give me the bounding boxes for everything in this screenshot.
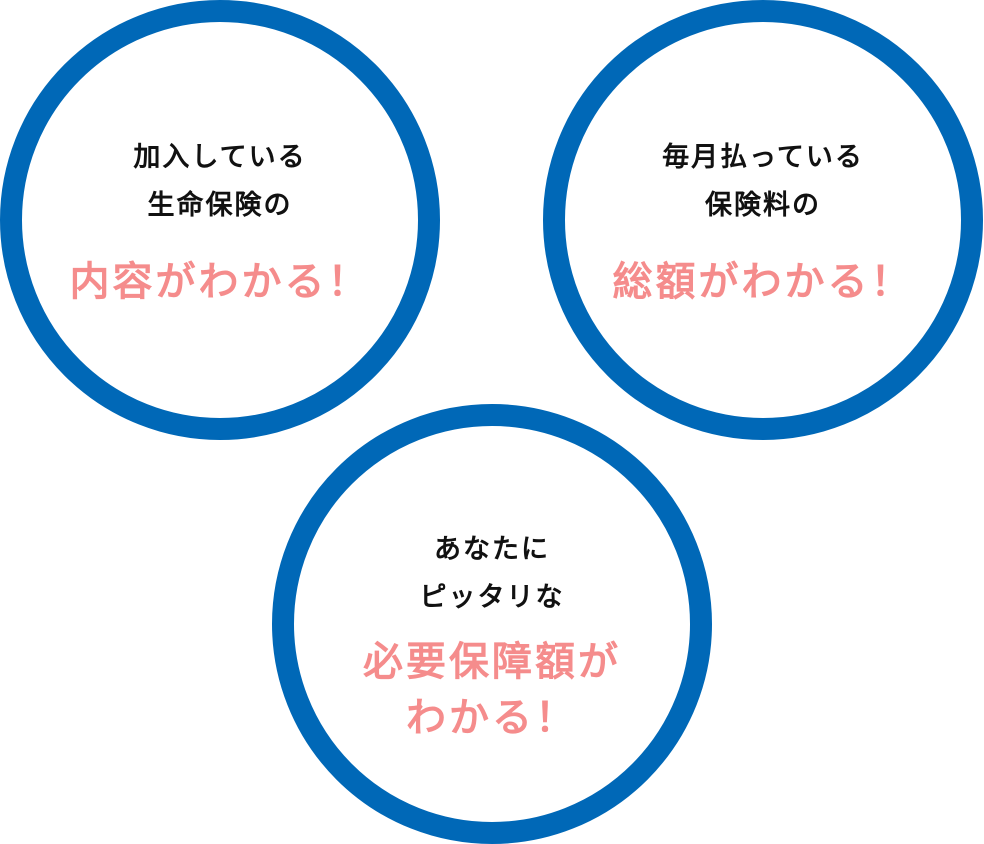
caption-line: 生命保険の: [147, 190, 293, 221]
circle-highlight: 必要保障額が わかる！: [294, 634, 690, 746]
circle-caption: 加入している 生命保険の: [22, 134, 418, 230]
feature-circle-coverage-needed: あなたに ピッタリな 必要保障額が わかる！: [272, 404, 712, 844]
highlight-line: 総額がわかる！: [612, 259, 914, 305]
caption-line: 加入している: [133, 142, 307, 173]
highlight-line: わかる！: [406, 695, 578, 741]
caption-line: あなたに: [434, 534, 550, 565]
highlight-line: 必要保障額が: [363, 639, 621, 685]
feature-circle-premium: 毎月払っている 保険料の 総額がわかる！: [543, 0, 983, 440]
feature-circle-coverage: 加入している 生命保険の 内容がわかる！: [0, 0, 440, 440]
caption-line: 保険料の: [705, 190, 821, 221]
circle-caption: 毎月払っている 保険料の: [565, 134, 961, 230]
caption-line: ピッタリな: [419, 582, 565, 613]
caption-line: 毎月払っている: [662, 142, 864, 173]
circle-caption: あなたに ピッタリな: [294, 526, 690, 622]
circle-highlight: 内容がわかる！: [22, 254, 418, 310]
circle-highlight: 総額がわかる！: [565, 254, 961, 310]
highlight-line: 内容がわかる！: [69, 259, 371, 305]
